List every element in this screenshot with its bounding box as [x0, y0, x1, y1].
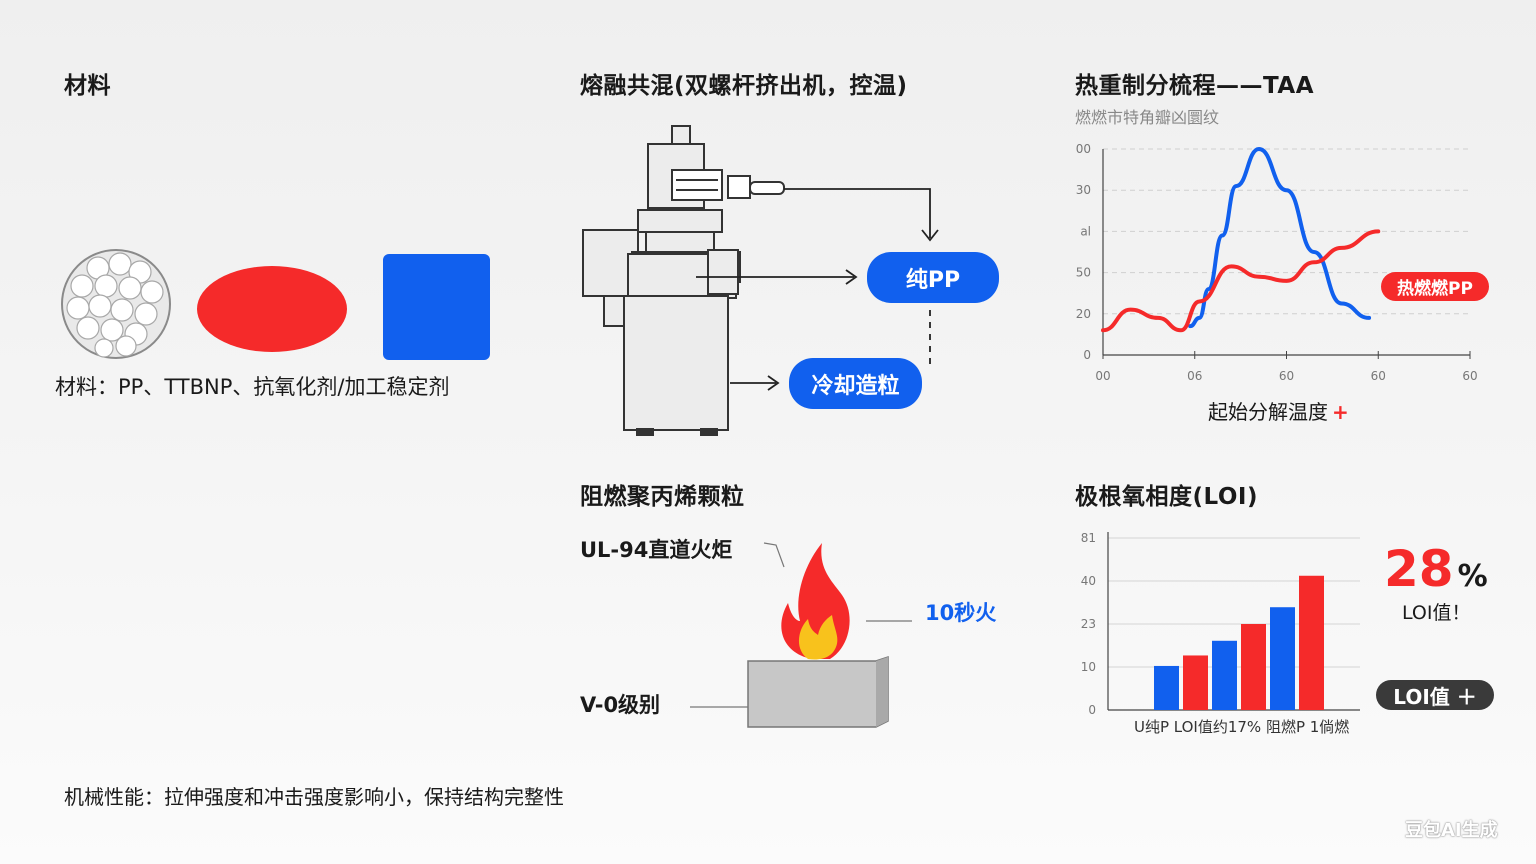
tga-x-tick: 60	[1279, 369, 1294, 383]
loi-bar	[1154, 665, 1179, 710]
tga-x-tick: 06	[1187, 369, 1202, 383]
v0-grade-label: V-0级别	[580, 693, 661, 717]
pellet-pile-icon	[61, 249, 171, 359]
loi-chart: 0 10 23 40 81	[1081, 531, 1360, 717]
tga-y-tick: 50	[1076, 266, 1091, 280]
loi-big-unit: %	[1457, 559, 1488, 594]
tga-subtitle: 燃燃市特角瓣凶圜纹	[1075, 108, 1220, 127]
loi-bar	[1212, 640, 1237, 710]
tga-y-tick: 00	[1076, 142, 1091, 156]
loi-bar	[1299, 575, 1324, 710]
loi-y-tick: 81	[1081, 531, 1096, 545]
watermark: 豆包AI生成	[1405, 820, 1498, 841]
tga-x-tick: 60	[1371, 369, 1386, 383]
red-ellipse-shape	[197, 266, 347, 352]
cooling-pelletizing-pill: 冷却造粒	[789, 358, 922, 409]
tga-series-0	[1188, 146, 1372, 329]
tga-title: 热重制分梳程——TAA	[1075, 73, 1315, 99]
loi-bar	[1270, 607, 1295, 710]
loi-y-tick: 10	[1081, 660, 1096, 674]
ten-second-label: 10秒火	[925, 601, 997, 625]
extrusion-title: 熔融共混(双螺杆挤出机，控温)	[580, 73, 908, 99]
pure-pp-pill: 纯PP	[867, 252, 999, 303]
tga-y-tick: 30	[1076, 183, 1091, 197]
tga-xlabel-text: 起始分解温度	[1208, 400, 1328, 424]
loi-y-tick: 40	[1081, 574, 1096, 588]
mechanical-properties-text: 机械性能：拉伸强度和冲击强度影响小，保持结构完整性	[64, 785, 564, 809]
loi-title: 极根氧相度(LOI)	[1075, 484, 1258, 510]
loi-big-caption: LOI值！	[1402, 602, 1471, 624]
tga-chart: 0 20 50 al 30 00 00 06 60 60 60	[1076, 142, 1478, 383]
flame-title: 阻燃聚丙烯颗粒	[580, 484, 745, 510]
loi-y-tick: 0	[1088, 703, 1096, 717]
blue-square-shape	[383, 254, 490, 360]
flame-test-illustration	[690, 542, 912, 728]
tga-y-tick: al	[1080, 224, 1091, 238]
materials-caption: 材料：PP、TTBNP、抗氧化剂/加工稳定剂	[55, 375, 450, 399]
tga-y-tick: 20	[1076, 307, 1091, 321]
loi-big-number: 28	[1384, 540, 1454, 598]
tga-series-1	[1101, 229, 1381, 333]
loi-bar	[1241, 624, 1266, 710]
plus-icon: +	[1332, 400, 1349, 424]
loi-big-value: 28%	[1384, 540, 1488, 598]
extruder-machine-icon	[582, 125, 939, 436]
tga-x-tick: 60	[1462, 369, 1477, 383]
materials-title: 材料	[64, 73, 111, 99]
loi-bar	[1183, 655, 1208, 710]
loi-tag-pill: LOI值 ＋	[1376, 680, 1494, 710]
tga-x-tick: 00	[1095, 369, 1110, 383]
flame-retardant-pp-badge: 热燃燃PP	[1381, 272, 1489, 301]
loi-x-caption: U纯P LOI值约17% 阻燃P 1倘燃	[1134, 718, 1350, 736]
tga-xlabel: 起始分解温度+	[1208, 396, 1349, 425]
tga-y-tick: 0	[1083, 348, 1091, 362]
ul94-test-label: UL-94直道火炬	[580, 538, 733, 562]
loi-y-tick: 23	[1081, 617, 1096, 631]
